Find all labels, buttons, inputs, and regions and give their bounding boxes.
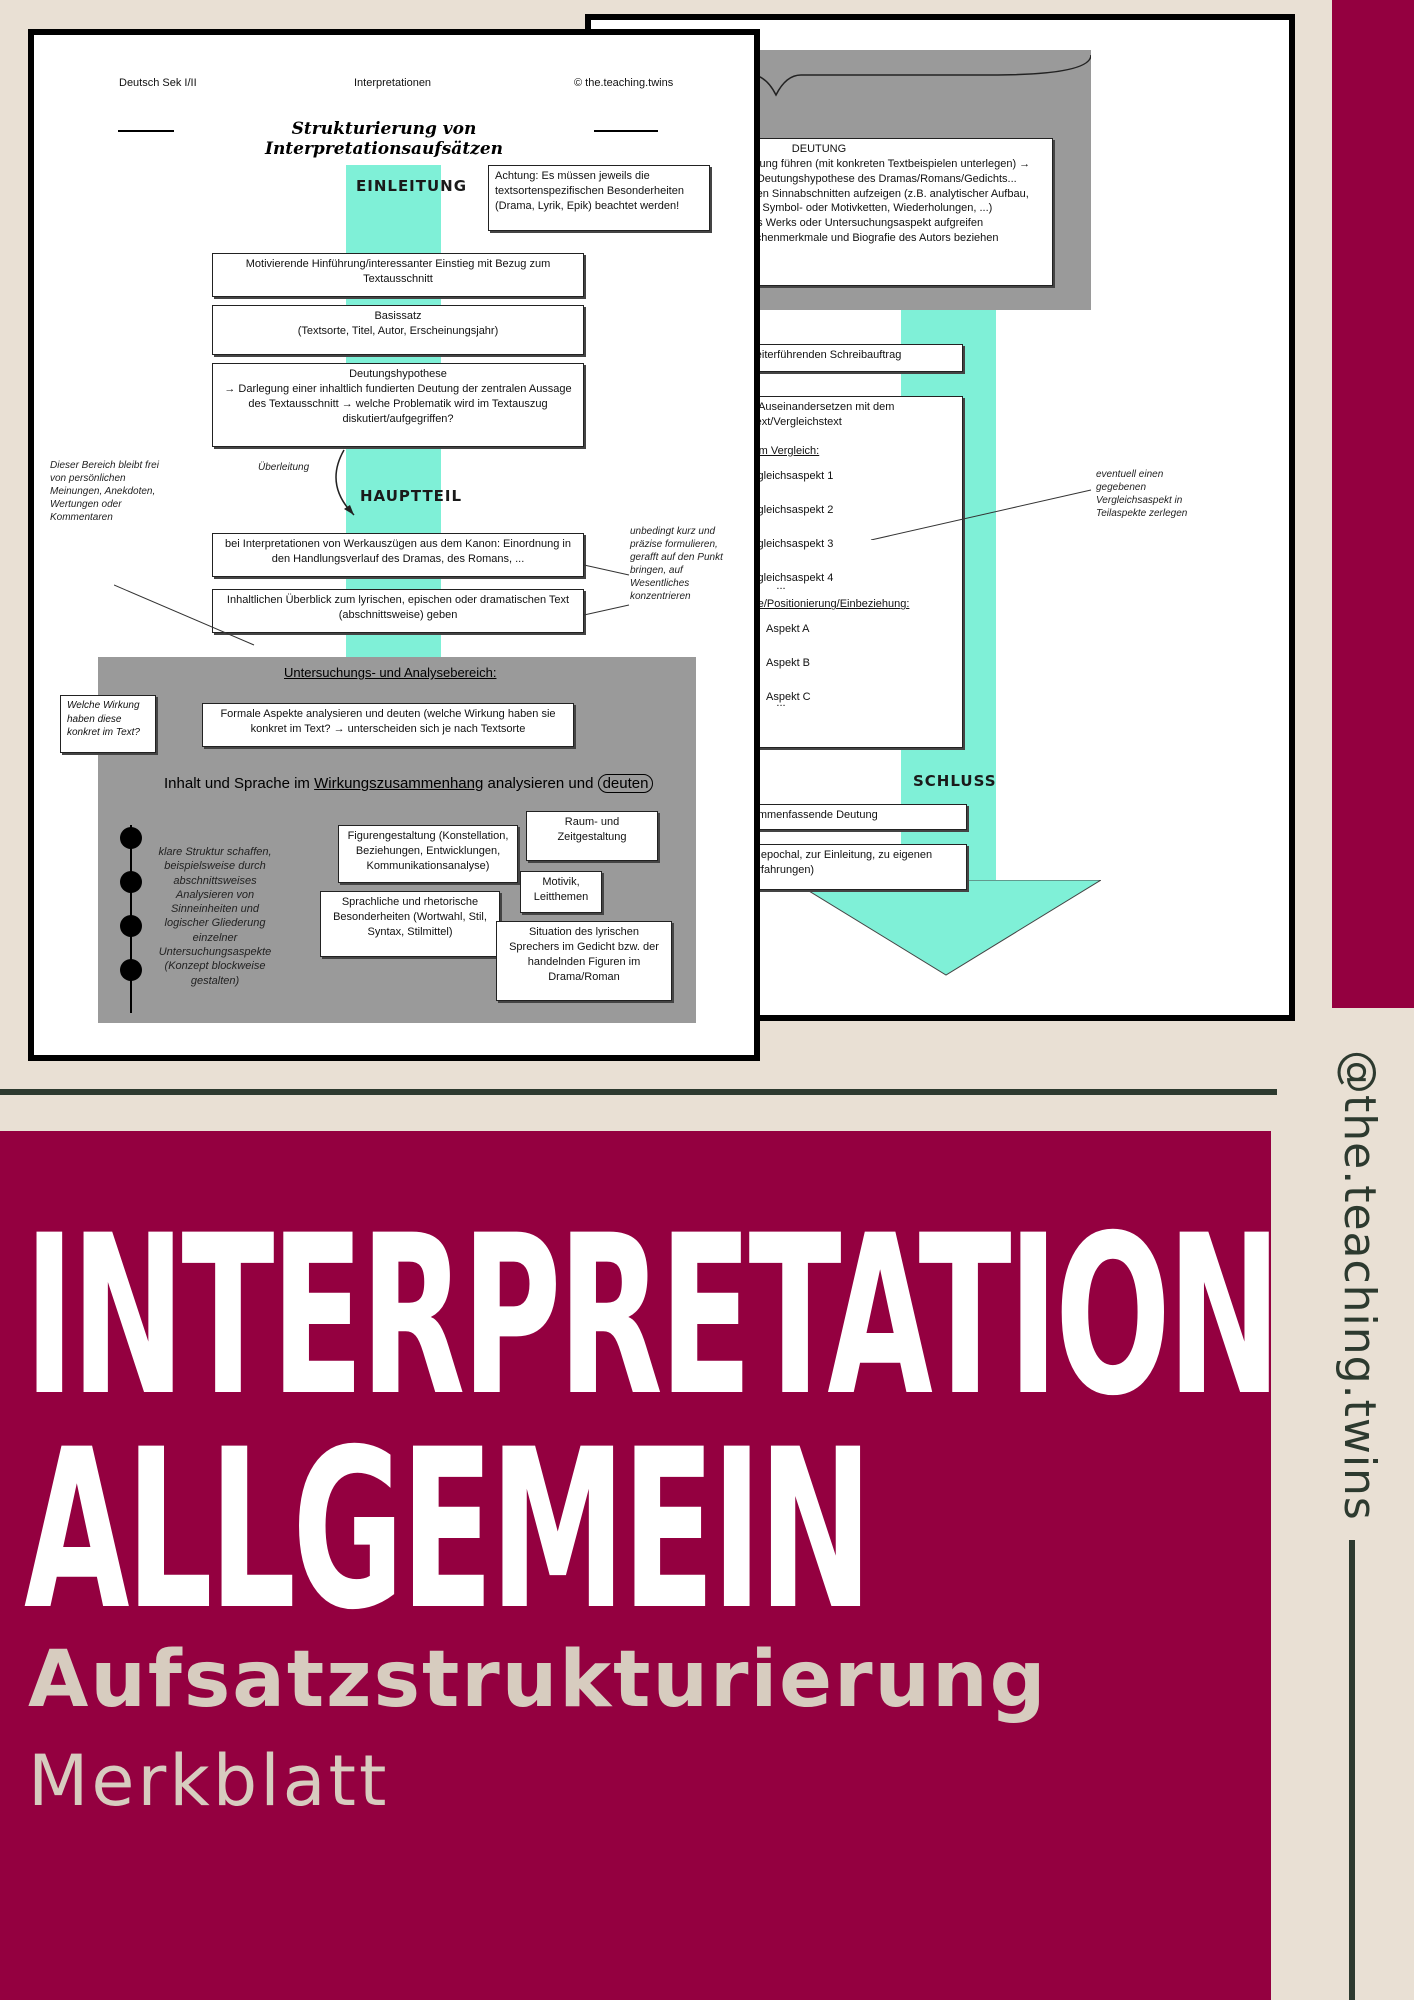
arrow-down-icon xyxy=(791,880,1101,976)
hypothese-box: Deutungshypothese → Darlegung einer inha… xyxy=(212,363,584,447)
note-wirkung: Welche Wirkung haben diese konkret im Te… xyxy=(60,695,156,753)
basissatz-box: Basissatz (Textsorte, Titel, Autor, Ersc… xyxy=(212,305,584,355)
social-handle: @the.teaching.twins xyxy=(1334,1050,1385,1521)
kanon-box: bei Interpretationen von Werkauszügen au… xyxy=(212,533,584,577)
timeline-dot xyxy=(120,871,142,893)
achtung-box: Achtung: Es müssen jeweils die textsorte… xyxy=(488,165,710,231)
preview-sheet-front: Deutsch Sek I/II Interpretationen © the.… xyxy=(28,29,760,1061)
title-line-1: INTERPRETATION xyxy=(24,1188,1281,1444)
tagline: Merkblatt xyxy=(28,1740,390,1822)
note-teilaspekte: eventuell einen gegebenen Vergleichsaspe… xyxy=(1096,469,1188,519)
sprache-box: Sprachliche und rhetorische Besonderheit… xyxy=(320,891,500,957)
subtitle: Aufsatzstrukturierung xyxy=(28,1635,1048,1725)
curve-arrow-icon xyxy=(335,449,355,516)
motivik-box: Motivik, Leitthemen xyxy=(520,871,602,913)
header-copyright: © the.teaching.twins xyxy=(574,77,674,89)
inhalt-sprache-heading: Inhalt und Sprache im Wirkungszusammenha… xyxy=(164,774,654,793)
analyse-heading: Untersuchungs- und Analysebereich: xyxy=(284,665,497,680)
timeline-dot xyxy=(120,827,142,849)
vertical-line xyxy=(1349,1540,1355,2000)
ueberblick-box: Inhaltlichen Überblick zum lyrischen, ep… xyxy=(212,589,584,633)
situation-box: Situation des lyrischen Sprechers im Ged… xyxy=(496,921,672,1001)
divider-line xyxy=(0,1089,1277,1095)
ueberleitung-label: Überleitung xyxy=(258,462,310,473)
hauptteil-label: HAUPTTEIL xyxy=(360,487,463,505)
note-bereich: Dieser Bereich bleibt frei von persönlic… xyxy=(50,460,159,523)
header-topic: Interpretationen xyxy=(354,77,432,89)
title-block xyxy=(0,1131,1271,2000)
einstieg-box: Motivierende Hinführung/interessanter Ei… xyxy=(212,253,584,297)
note-kurz: unbedingt kurz und präzise formulieren, … xyxy=(630,526,723,602)
header-subject: Deutsch Sek I/II xyxy=(119,77,197,89)
schluss-label: SCHLUSS xyxy=(913,772,997,790)
einleitung-label: EINLEITUNG xyxy=(356,177,468,195)
title-line-2: ALLGEMEIN xyxy=(24,1402,873,1658)
brand-bar-right xyxy=(1332,0,1414,1008)
figuren-box: Figurengestaltung (Konstellation, Bezieh… xyxy=(338,825,518,883)
pointer-lines-front xyxy=(114,564,630,646)
timeline-dot xyxy=(120,959,142,981)
sheet-title: Strukturierung von Interpretationsaufsät… xyxy=(174,119,594,159)
timeline-dot xyxy=(120,915,142,937)
note-struktur: klare Struktur schaffen, beispielsweise … xyxy=(158,846,272,987)
formal-box: Formale Aspekte analysieren und deuten (… xyxy=(202,703,574,747)
raum-box: Raum- und Zeitgestaltung xyxy=(526,811,658,861)
